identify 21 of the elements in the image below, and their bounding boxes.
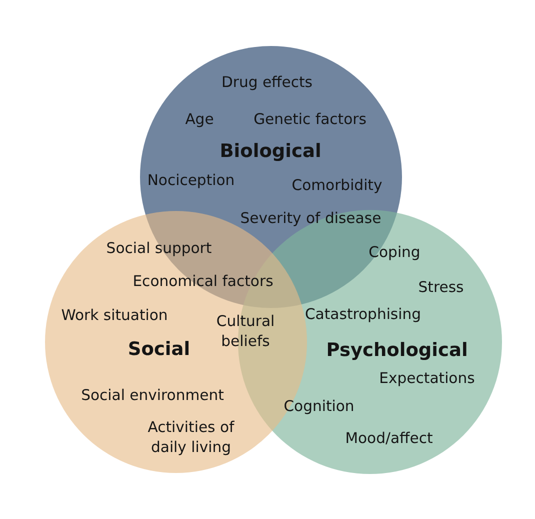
factor-label: Nociception [147, 171, 235, 191]
factor-label: Activities of daily living [146, 418, 236, 458]
factor-label: Stress [418, 278, 464, 298]
factor-label: Coping [368, 243, 420, 263]
factor-label: Cultural beliefs [215, 312, 276, 352]
factor-label: Social environment [81, 386, 224, 406]
factor-label: Cognition [284, 397, 354, 417]
factor-label: Genetic factors [254, 110, 366, 130]
factor-label: Comorbidity [292, 176, 382, 196]
factor-label: Drug effects [222, 73, 312, 93]
factor-label: Social support [106, 239, 212, 259]
circle-heading: Biological [220, 140, 322, 164]
factor-label: Expectations [379, 369, 475, 389]
factor-label: Work situation [61, 306, 168, 326]
circle-heading: Social [128, 338, 190, 362]
factor-label: Severity of disease [240, 209, 382, 229]
factor-label: Mood/affect [345, 429, 433, 449]
factor-label: Economical factors [132, 272, 274, 292]
factor-label: Age [185, 110, 214, 130]
circle-heading: Psychological [326, 339, 468, 363]
factor-label: Catastrophising [304, 305, 422, 325]
